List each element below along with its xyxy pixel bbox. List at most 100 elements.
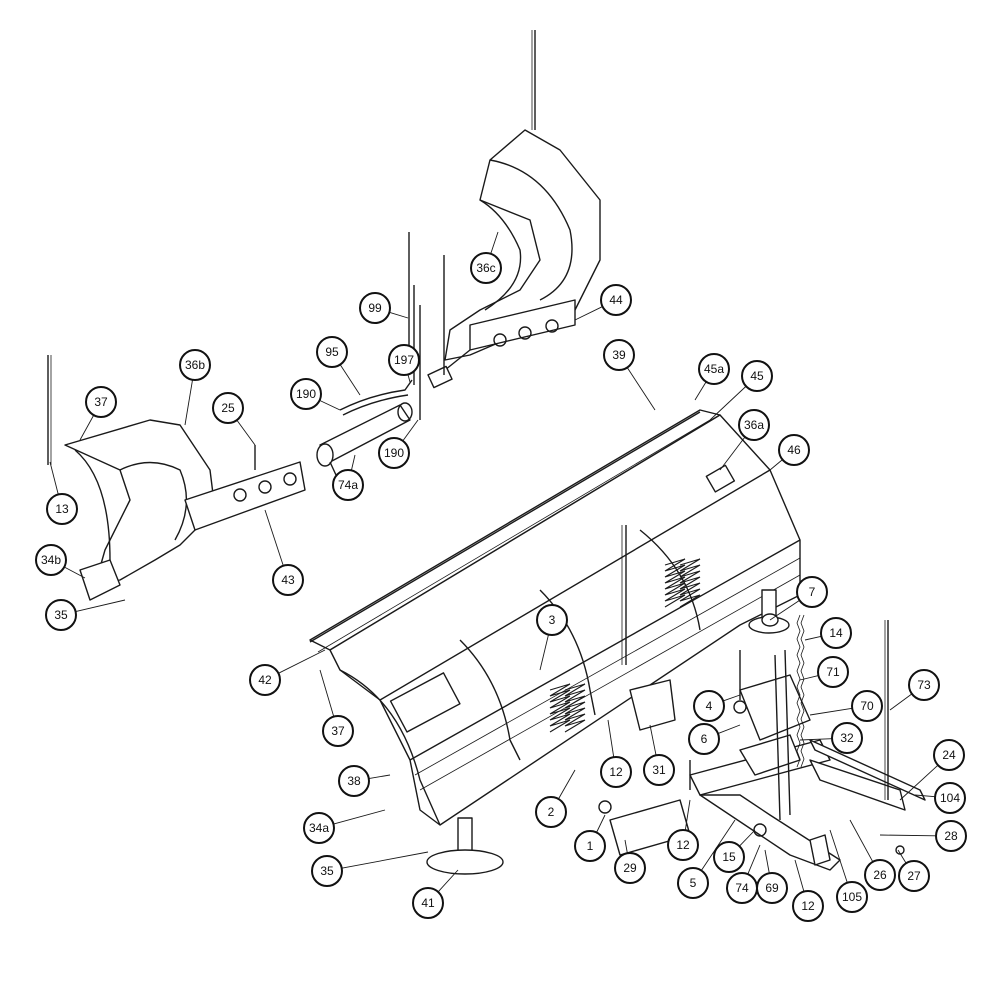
leader-line-c-28 <box>879 834 937 837</box>
leader-line-c-24 <box>899 764 939 801</box>
callout-circle <box>864 859 896 891</box>
callout-label: 12 <box>676 838 690 852</box>
callout-c-69: 69 <box>756 872 788 904</box>
callout-circle <box>412 887 444 919</box>
leader-line-c-26 <box>849 819 874 863</box>
callout-label: 15 <box>722 850 736 864</box>
callout-circle <box>332 469 364 501</box>
leader-line-c-35-top <box>75 599 126 613</box>
callout-circle <box>792 890 824 922</box>
leader-line-c-32 <box>799 738 833 741</box>
callout-c-14: 14 <box>820 617 852 649</box>
callout-circle <box>643 754 675 786</box>
callout-c-36a: 36a <box>738 409 770 441</box>
callout-c-12-a: 12 <box>600 756 632 788</box>
callout-label: 42 <box>258 673 272 687</box>
callout-label: 35 <box>54 608 68 622</box>
callout-c-190-b: 190 <box>378 437 410 469</box>
leader-line-c-35-bottom <box>341 851 429 869</box>
leader-line-c-3 <box>539 634 549 671</box>
callout-label: 37 <box>94 395 108 409</box>
callout-c-197: 197 <box>388 344 420 376</box>
callout-circle <box>470 252 502 284</box>
leader-line-c-29 <box>624 839 628 854</box>
callout-circle <box>290 378 322 410</box>
callout-label: 45 <box>750 369 764 383</box>
leader-line-c-36a <box>719 436 746 471</box>
cylinder-74a <box>316 402 413 476</box>
callout-circle <box>817 656 849 688</box>
callout-circle <box>756 872 788 904</box>
callout-label: 24 <box>942 748 956 762</box>
callout-circle <box>574 830 606 862</box>
leader-line-c-37-top <box>79 414 95 441</box>
leader-line-c-38 <box>368 774 391 779</box>
callout-label: 99 <box>368 301 382 315</box>
leader-line-c-37-bottom <box>319 669 335 717</box>
callout-circle <box>378 437 410 469</box>
callout-circle <box>179 349 211 381</box>
callout-c-70: 70 <box>851 690 883 722</box>
leader-line-c-197 <box>407 374 411 383</box>
callout-circle <box>908 669 940 701</box>
leader-line-c-190-b <box>402 419 419 442</box>
callout-label: 29 <box>623 861 637 875</box>
leader-line-c-31 <box>649 724 657 756</box>
callout-circle <box>338 765 370 797</box>
callout-c-15: 15 <box>713 841 745 873</box>
callout-label: 31 <box>652 763 666 777</box>
callout-c-12-b: 12 <box>667 829 699 861</box>
callout-label: 104 <box>940 791 960 805</box>
callout-circle <box>741 360 773 392</box>
callout-c-27: 27 <box>898 860 930 892</box>
left-wing-assembly <box>47 355 306 601</box>
callout-circle <box>796 576 828 608</box>
callout-label: 32 <box>840 731 854 745</box>
callout-c-37-top: 37 <box>85 386 117 418</box>
leader-line-c-4 <box>722 694 741 702</box>
callout-c-42: 42 <box>249 664 281 696</box>
callout-label: 26 <box>873 868 887 882</box>
callout-c-7: 7 <box>796 576 828 608</box>
callout-circle <box>272 564 304 596</box>
callout-label: 190 <box>296 387 316 401</box>
leader-line-c-13 <box>49 461 59 495</box>
callout-c-41: 41 <box>412 887 444 919</box>
callout-c-105: 105 <box>836 881 868 913</box>
callout-label: 6 <box>701 732 708 746</box>
callout-circle <box>359 292 391 324</box>
callout-c-24: 24 <box>933 739 965 771</box>
callout-label: 12 <box>609 765 623 779</box>
callout-c-45: 45 <box>741 360 773 392</box>
leader-line-c-45a <box>694 381 707 401</box>
callout-label: 190 <box>384 446 404 460</box>
callout-circle <box>935 820 967 852</box>
callout-c-104: 104 <box>934 782 966 814</box>
callout-circle <box>603 339 635 371</box>
callout-circle <box>249 664 281 696</box>
callout-c-31: 31 <box>643 754 675 786</box>
springs <box>549 558 701 733</box>
callout-c-74: 74 <box>726 872 758 904</box>
callout-circle <box>677 867 709 899</box>
callout-c-45a: 45a <box>698 353 730 385</box>
leader-line-c-34b <box>64 566 86 579</box>
callout-circle <box>600 756 632 788</box>
callout-c-35-top: 35 <box>45 599 77 631</box>
callout-c-44: 44 <box>600 284 632 316</box>
callout-circle <box>713 841 745 873</box>
callout-c-26: 26 <box>864 859 896 891</box>
callout-c-190-a: 190 <box>290 378 322 410</box>
callout-circle <box>934 782 966 814</box>
callout-label: 197 <box>394 353 414 367</box>
leader-line-c-34a <box>333 809 386 825</box>
callout-label: 41 <box>421 896 435 910</box>
callout-label: 4 <box>706 699 713 713</box>
leader-line-c-12-b <box>684 799 691 831</box>
callout-c-32: 32 <box>831 722 863 754</box>
callout-circle <box>738 409 770 441</box>
callout-c-12-c: 12 <box>792 890 824 922</box>
callout-label: 71 <box>826 665 840 679</box>
callout-circle <box>311 855 343 887</box>
